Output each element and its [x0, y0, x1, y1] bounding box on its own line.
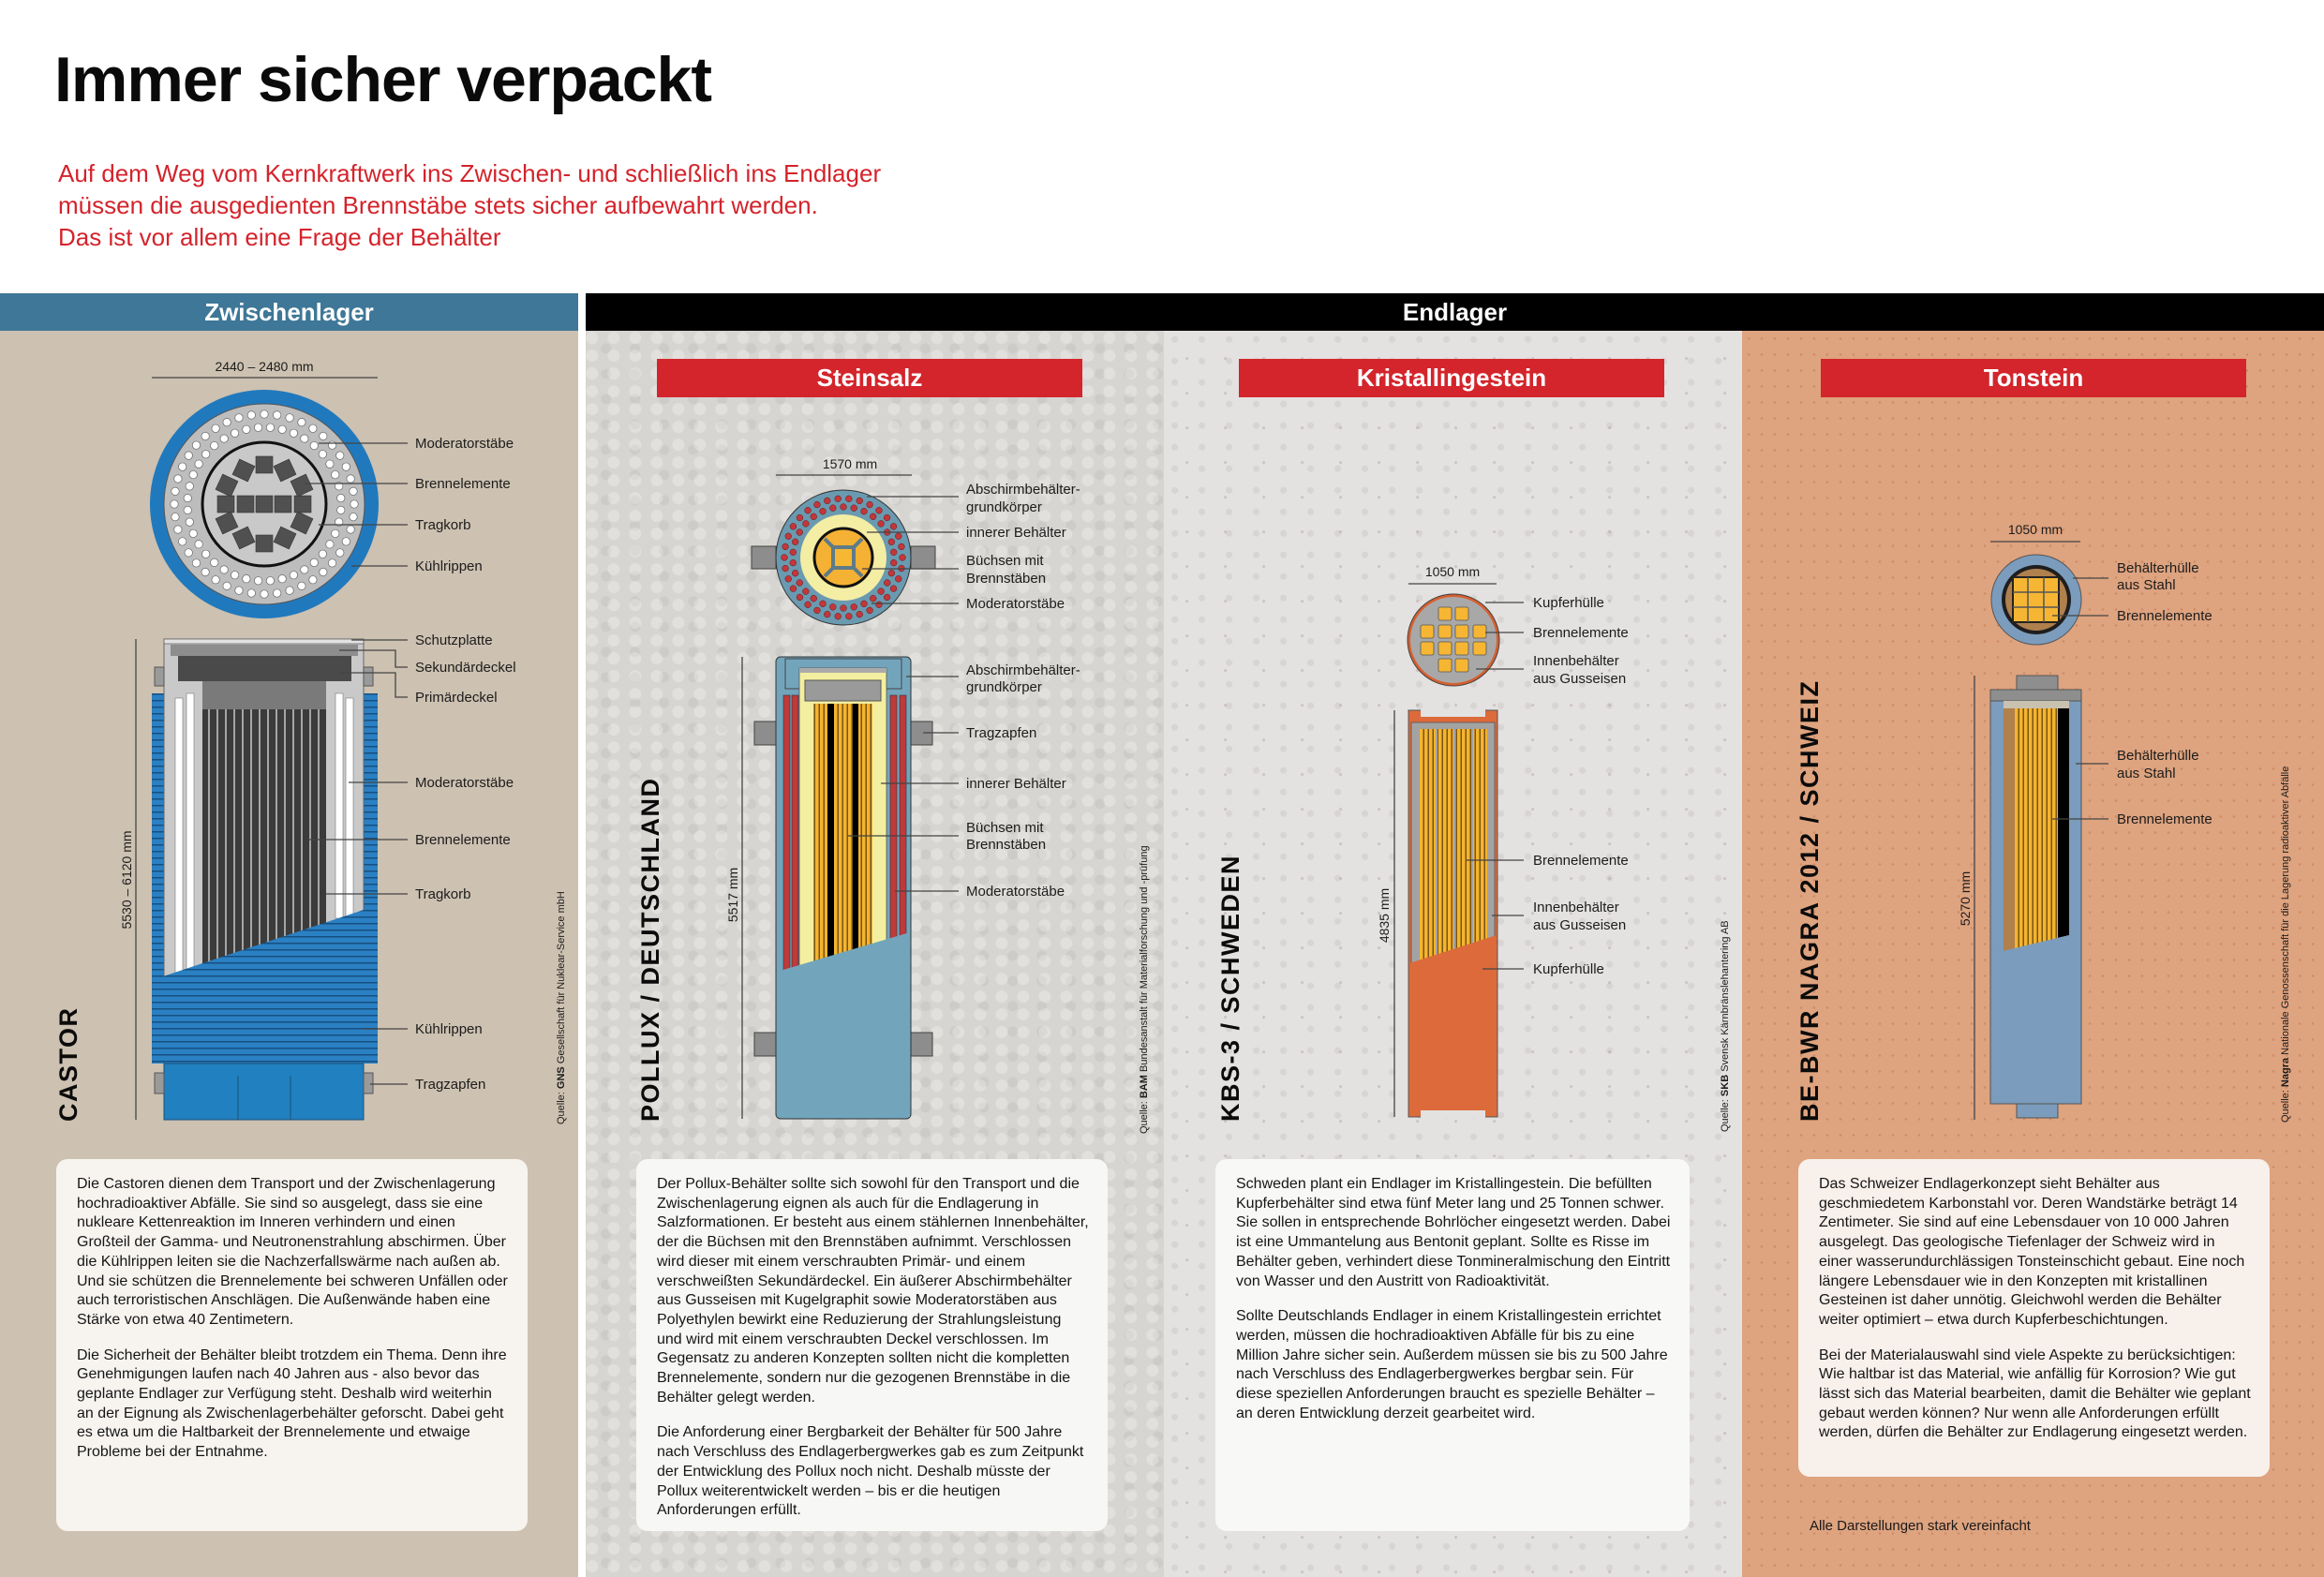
intro-line: Das ist vor allem eine Frage der Behälte… [58, 223, 501, 251]
paragraph: Sollte Deutschlands Endlager in einem Kr… [1236, 1308, 1668, 1421]
intro-line: Auf dem Weg vom Kernkraftwerk ins Zwisch… [58, 159, 882, 187]
intro-line: müssen die ausgedienten Brennstäbe stets… [58, 191, 818, 219]
subheader-steinsalz: Steinsalz [657, 359, 1082, 397]
paragraph: Der Pollux-Behälter sollte sich sowohl f… [657, 1176, 1089, 1406]
footnote: Alle Darstellungen stark vereinfacht [1810, 1518, 2031, 1534]
paragraph: Die Sicherheit der Behälter bleibt trotz… [77, 1346, 507, 1461]
castor-description: Die Castoren dienen dem Transport und de… [56, 1159, 528, 1531]
subheader-tonstein: Tonstein [1821, 359, 2246, 397]
paragraph: Die Anforderung einer Bergbarkeit der Be… [657, 1424, 1084, 1519]
subheader-kristallingestein: Kristallingestein [1239, 359, 1664, 397]
paragraph: Bei der Materialauswahl sind viele Aspek… [1819, 1346, 2251, 1441]
section-header-endlager: Endlager [586, 293, 2324, 331]
page-title: Immer sicher verpackt [54, 44, 712, 115]
intro-text: Auf dem Weg vom Kernkraftwerk ins Zwisch… [58, 157, 881, 253]
paragraph: Schweden plant ein Endlager im Kristalli… [1236, 1176, 1671, 1289]
section-header-zwischenlager: Zwischenlager [0, 293, 578, 331]
paragraph: Die Castoren dienen dem Transport und de… [77, 1176, 508, 1328]
paragraph: Das Schweizer Endlagerkonzept sieht Behä… [1819, 1176, 2245, 1328]
pollux-description: Der Pollux-Behälter sollte sich sowohl f… [636, 1159, 1108, 1531]
kbs3-description: Schweden plant ein Endlager im Kristalli… [1215, 1159, 1690, 1531]
nagra-description: Das Schweizer Endlagerkonzept sieht Behä… [1798, 1159, 2270, 1477]
